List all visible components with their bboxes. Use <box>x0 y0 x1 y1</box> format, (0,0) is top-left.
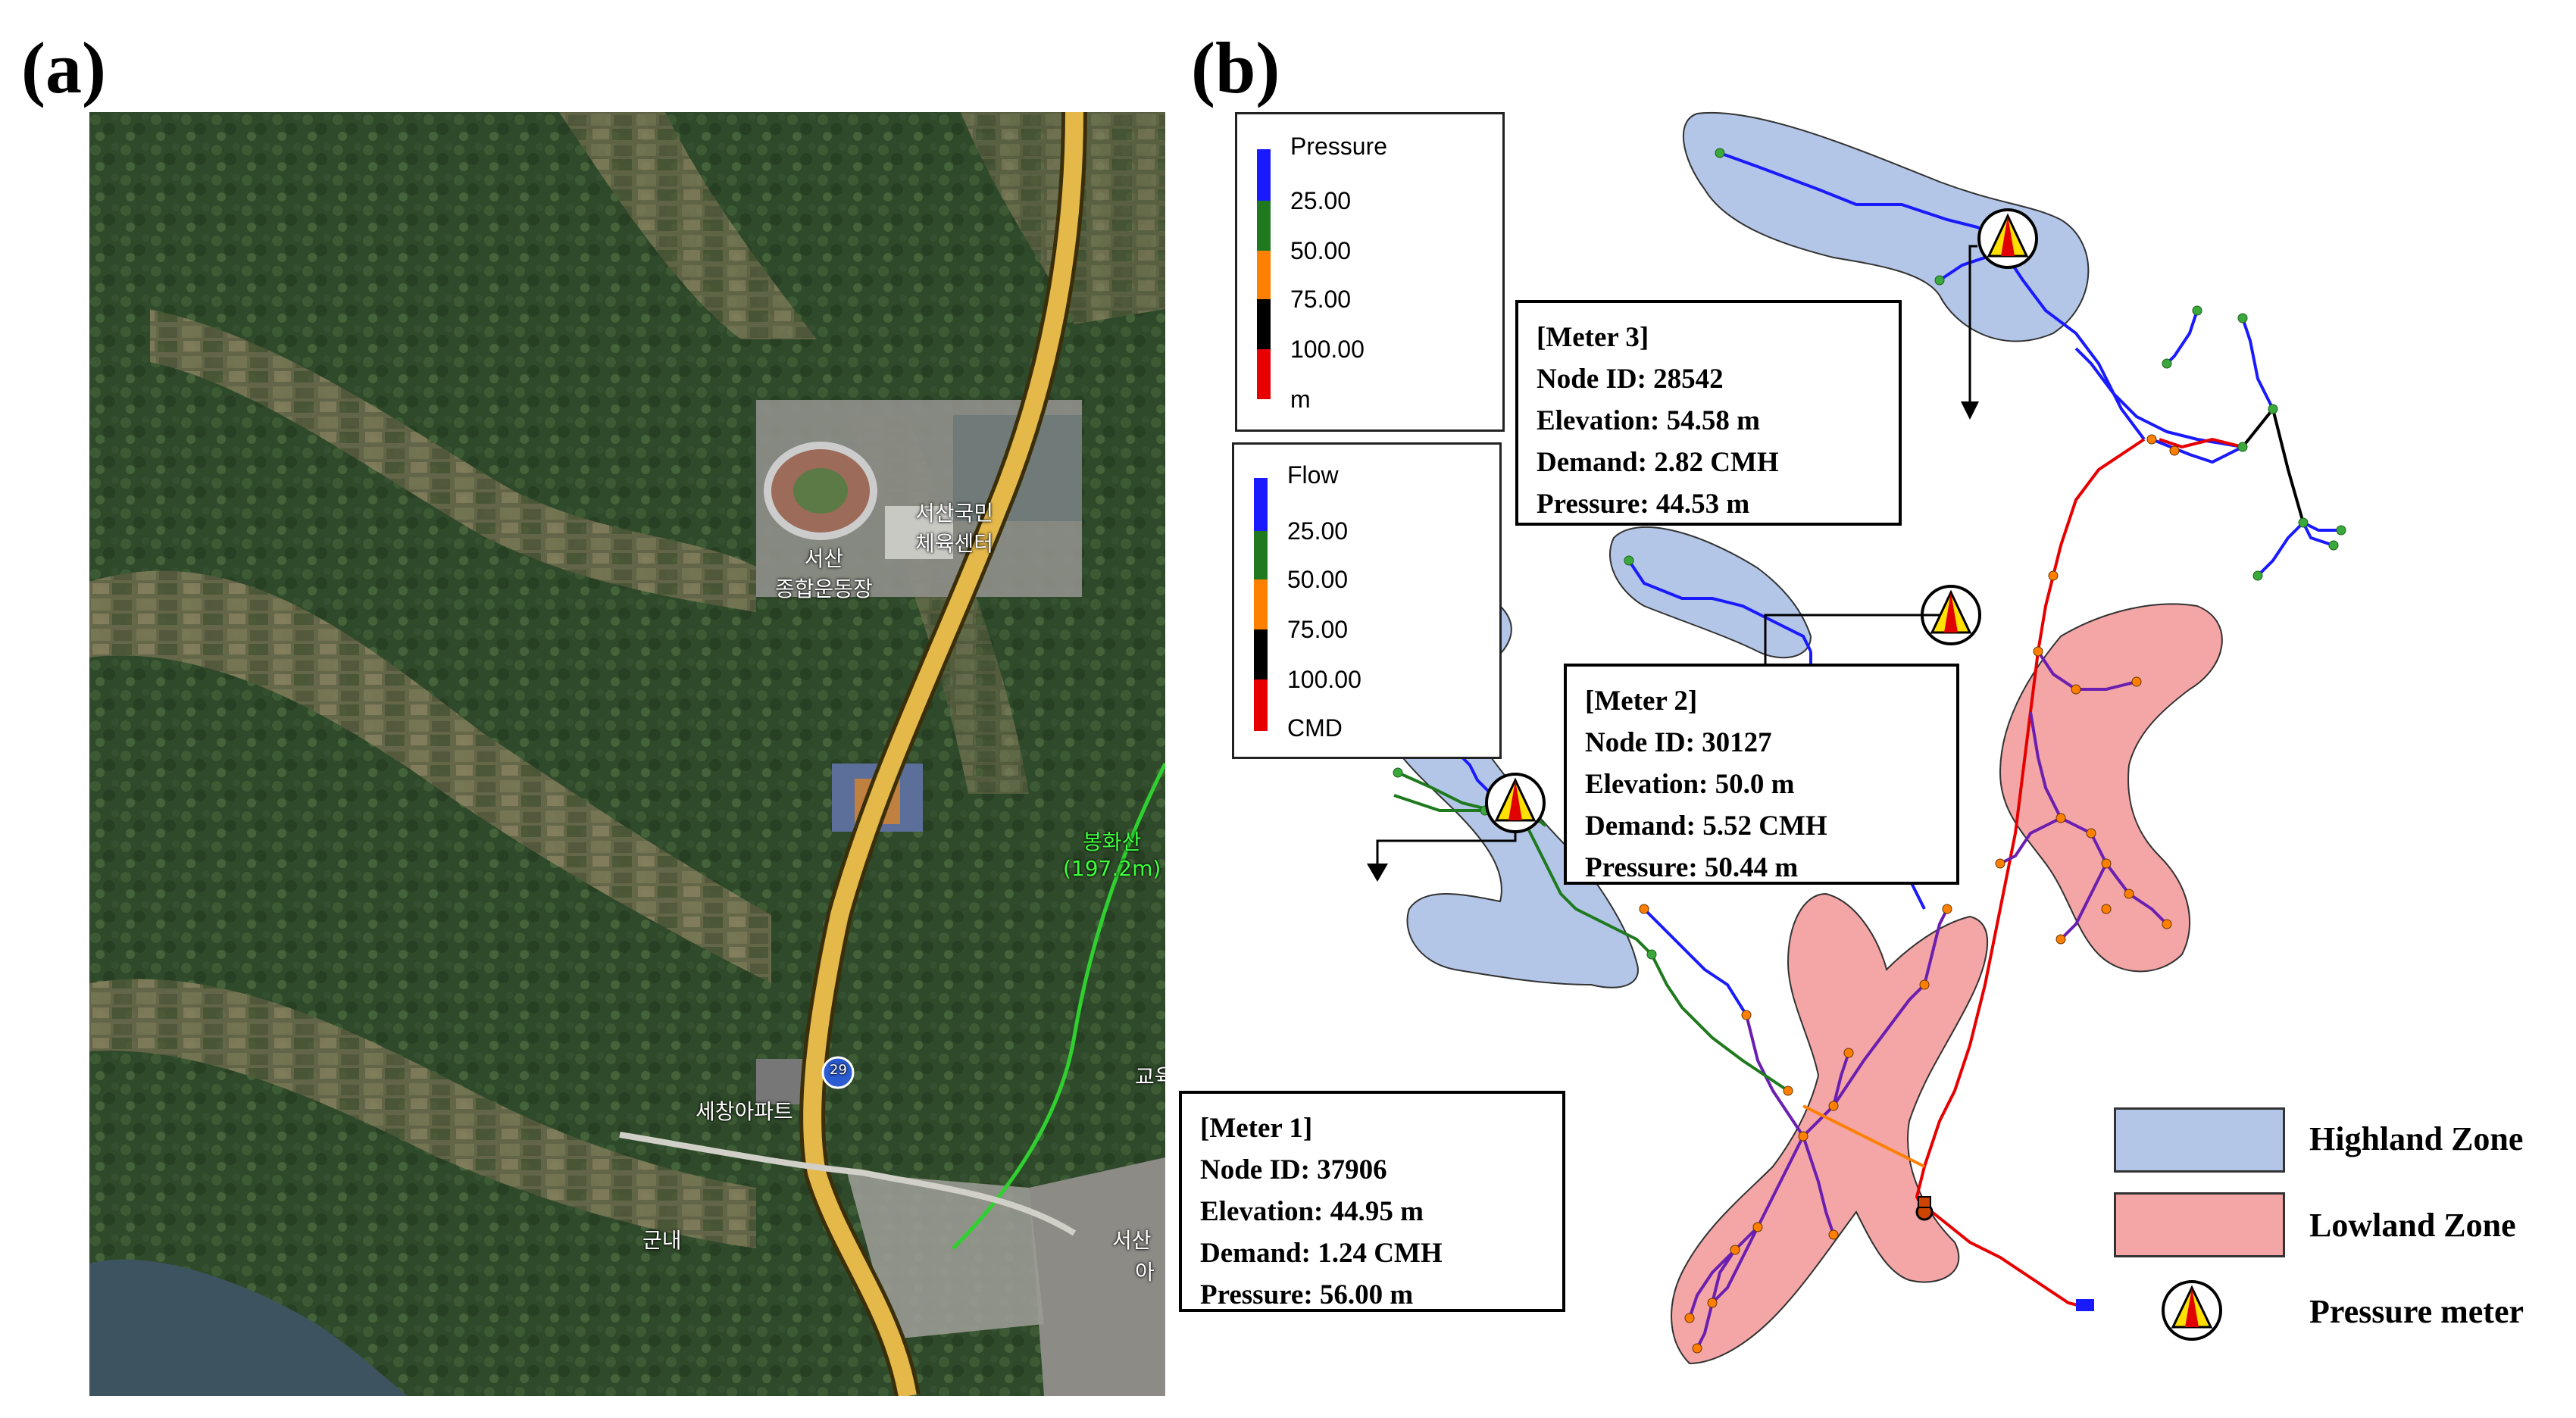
flow-legend-item: 50.00 <box>1287 566 1349 593</box>
meter-1-node: Node ID: 37906 <box>1200 1154 1387 1185</box>
highland-zone-label: Highland Zone <box>2309 1120 2524 1157</box>
gunnae-label: 군내 <box>642 1228 682 1253</box>
flow-color-green <box>1254 531 1268 579</box>
flow-legend: Flow 25.00 50.00 75.00 100.00 CMD <box>1232 442 1502 759</box>
flow-color-black <box>1254 629 1268 679</box>
meter-1-demand: Demand: 1.24 CMH <box>1200 1238 1443 1269</box>
pressure-meter-3-icon <box>1977 208 2038 269</box>
flow-legend-item: 25.00 <box>1287 517 1349 545</box>
pressure-legend-item: 25.00 <box>1290 187 1352 214</box>
meter-1-elevation: Elevation: 44.95 m <box>1200 1196 1424 1227</box>
pressure-legend-item: 75.00 <box>1290 286 1352 313</box>
meter-1-callout: [Meter 1] Node ID: 37906 Elevation: 44.9… <box>1179 1091 1565 1312</box>
seosan-right-label: 서산 <box>1112 1228 1152 1253</box>
pressure-legend: Pressure 25.00 50.00 75.00 100.00 m <box>1235 112 1505 432</box>
lowland-zone-label: Lowland Zone <box>2309 1207 2516 1244</box>
pressure-color-black <box>1257 299 1271 349</box>
pressure-meter-legend-icon <box>2162 1280 2222 1341</box>
flow-legend-item: CMD <box>1287 714 1343 742</box>
pressure-legend-item: 50.00 <box>1290 237 1352 264</box>
meter-3-pressure: Pressure: 44.53 m <box>1537 489 1750 520</box>
road-number-label: 29 <box>830 1062 847 1078</box>
meter-3-callout: [Meter 3] Node ID: 28542 Elevation: 54.5… <box>1515 300 1902 526</box>
meter-2-node: Node ID: 30127 <box>1585 727 1772 758</box>
flow-color-red <box>1254 679 1268 731</box>
highland-zone-3 <box>1682 111 2090 342</box>
sports-center-label: 서산국민 체육센터 <box>915 501 994 556</box>
meter-2-elevation: Elevation: 50.0 m <box>1585 769 1795 800</box>
flow-legend-item: 100.00 <box>1287 666 1361 693</box>
lowland-zone-1 <box>1671 892 1988 1365</box>
lowland-zone-2 <box>1999 603 2223 973</box>
meter-1-title: [Meter 1] <box>1200 1113 1313 1144</box>
meter-3-node: Node ID: 28542 <box>1537 364 1724 395</box>
flow-legend-item: 75.00 <box>1287 616 1349 643</box>
pressure-color-blue <box>1257 149 1271 201</box>
pressure-meter-label: Pressure meter <box>2309 1293 2524 1330</box>
meter-2-title: [Meter 2] <box>1585 686 1698 717</box>
pressure-legend-item: m <box>1290 386 1311 413</box>
meter-3-title: [Meter 3] <box>1537 322 1649 353</box>
flow-legend-title: Flow <box>1287 461 1339 489</box>
meter-1-pressure: Pressure: 56.00 m <box>1200 1279 1414 1310</box>
lowland-zone-swatch <box>2114 1192 2285 1257</box>
stadium-label: 서산 종합운동장 <box>775 546 873 601</box>
highland-zone-2 <box>1609 526 1812 659</box>
pressure-legend-item: 100.00 <box>1290 336 1365 363</box>
edu-label: 교육 <box>1135 1064 1165 1089</box>
pressure-color-orange <box>1257 251 1271 299</box>
mountain-label: 봉화산 (197.2m) <box>1063 829 1161 881</box>
right-small-label: 아 <box>1135 1260 1155 1285</box>
panel-a-label: (a) <box>21 27 106 108</box>
satellite-terrain <box>89 112 1165 1396</box>
flow-color-blue <box>1254 478 1268 531</box>
pressure-color-red <box>1257 349 1271 399</box>
apartment-label: 세창아파트 <box>696 1099 793 1124</box>
meter-3-elevation: Elevation: 54.58 m <box>1537 405 1760 436</box>
highland-zone-swatch <box>2114 1107 2285 1173</box>
panel-b-label: (b) <box>1191 27 1280 108</box>
flow-color-orange <box>1254 579 1268 629</box>
meter-3-demand: Demand: 2.82 CMH <box>1537 447 1779 478</box>
meter-2-pressure: Pressure: 50.44 m <box>1585 852 1799 883</box>
reservoir-icon <box>2076 1299 2094 1311</box>
pressure-legend-title: Pressure <box>1290 133 1388 160</box>
satellite-image: 서산 종합운동장 서산국민 체육센터 세창아파트 군내 봉화산 (197.2m)… <box>89 112 1165 1396</box>
pressure-meter-1-icon <box>1485 773 1546 833</box>
meter-2-callout: [Meter 2] Node ID: 30127 Elevation: 50.0… <box>1564 664 1959 885</box>
pressure-color-green <box>1257 201 1271 251</box>
network-diagram <box>1367 111 2346 1365</box>
meter-2-demand: Demand: 5.52 CMH <box>1585 811 1827 842</box>
